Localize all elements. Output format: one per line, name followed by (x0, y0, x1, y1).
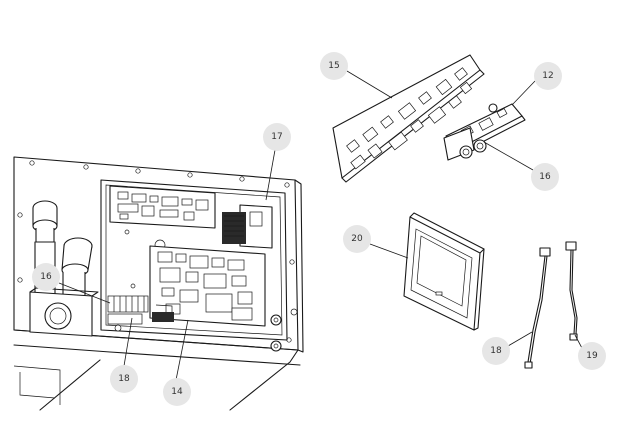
callout-16-right-label: 16 (539, 172, 551, 182)
callout-20: 20 (343, 225, 371, 253)
callout-16-left: 16 (32, 263, 60, 291)
callout-14: 14 (163, 378, 191, 406)
leader-lines (58, 70, 584, 381)
cable-19 (565, 241, 578, 341)
upper-housing-pcb (109, 185, 216, 229)
callout-15-label: 15 (328, 61, 339, 71)
pcb-15 (332, 54, 485, 183)
callout-20-label: 20 (351, 234, 363, 244)
callout-17-label: 17 (271, 132, 282, 142)
terminal-blocks (107, 295, 149, 332)
pipe-fittings (32, 200, 93, 301)
callout-12-label: 12 (542, 71, 553, 81)
lower-left-box (29, 287, 99, 337)
callout-16-right: 16 (531, 163, 559, 191)
housing-screws (17, 160, 295, 343)
boiler-housing (13, 156, 304, 411)
callout-18-right: 18 (482, 337, 510, 365)
callout-18-left-label: 18 (118, 374, 130, 384)
main-pcb (149, 245, 266, 327)
callout-17: 17 (263, 123, 291, 151)
callout-14-label: 14 (171, 387, 183, 397)
callout-19: 19 (578, 342, 606, 370)
callout-12: 12 (534, 62, 562, 90)
callout-18-left: 18 (110, 365, 138, 393)
callout-19-label: 19 (586, 351, 598, 361)
cable-18 (524, 247, 551, 369)
callout-16-left-label: 16 (40, 272, 52, 282)
callout-18-right-label: 18 (490, 346, 502, 356)
display-20 (403, 212, 485, 331)
callout-15: 15 (320, 52, 348, 80)
connector-16 (443, 127, 487, 161)
side-screws (270, 308, 298, 352)
heatsink-module (222, 204, 273, 249)
